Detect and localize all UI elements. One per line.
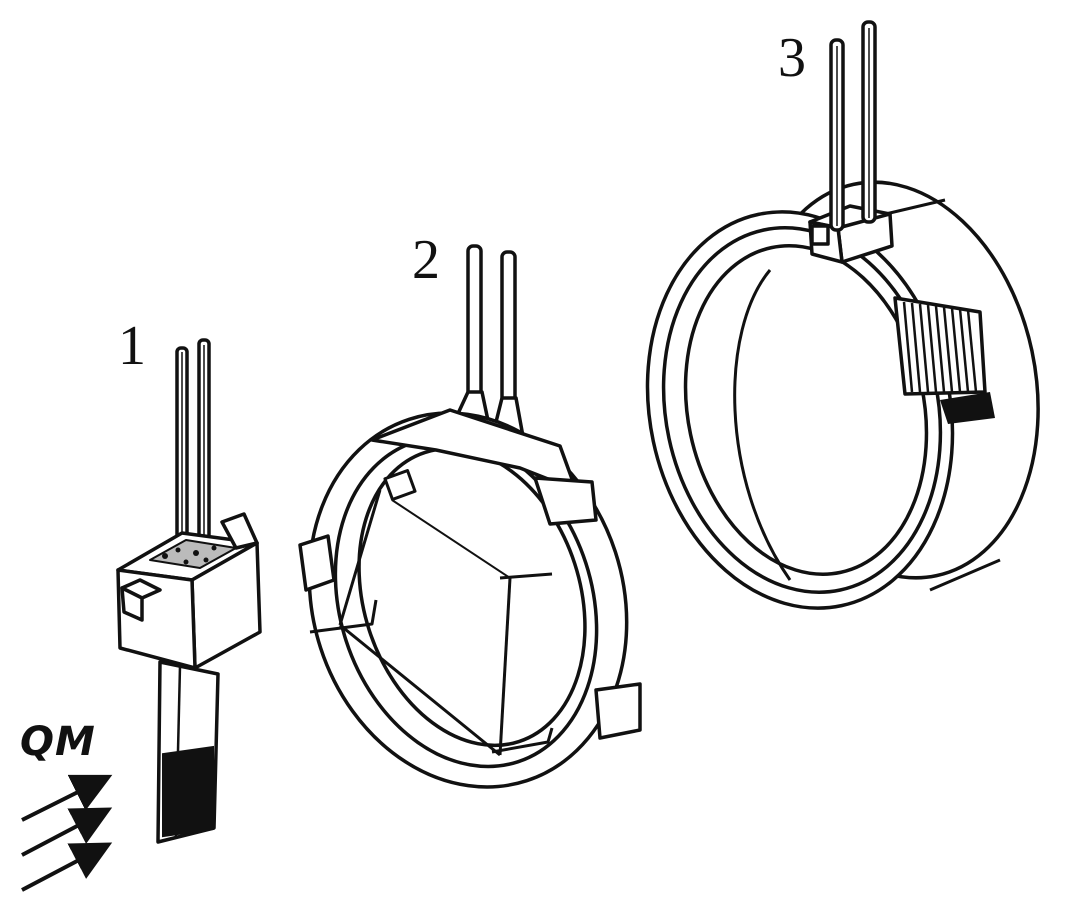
flow-label: QM [20,719,96,765]
sensor-3-lead-wires [829,20,877,232]
flow-arrow-2 [21,807,113,857]
sensor-2-hot-wire [309,469,554,757]
sensor-1-probe [116,338,262,844]
flow-arrows [21,774,113,892]
sensor-2-ring-body [298,408,642,789]
flow-arrow-3 [21,842,113,892]
sensor-3-film-strip [893,296,995,424]
flow-arrow-1 [21,774,113,822]
sensor-2-ring [298,244,642,789]
sensor-3-label: 3 [778,27,806,89]
sensor-3-ring [645,20,1040,610]
sensor-1-label: 1 [118,315,146,377]
sensor-1-lead-wires [175,338,211,550]
sensor-2-label: 2 [412,229,440,291]
sensor-1-film-stem [156,660,220,844]
sensor-1-housing [116,512,262,670]
